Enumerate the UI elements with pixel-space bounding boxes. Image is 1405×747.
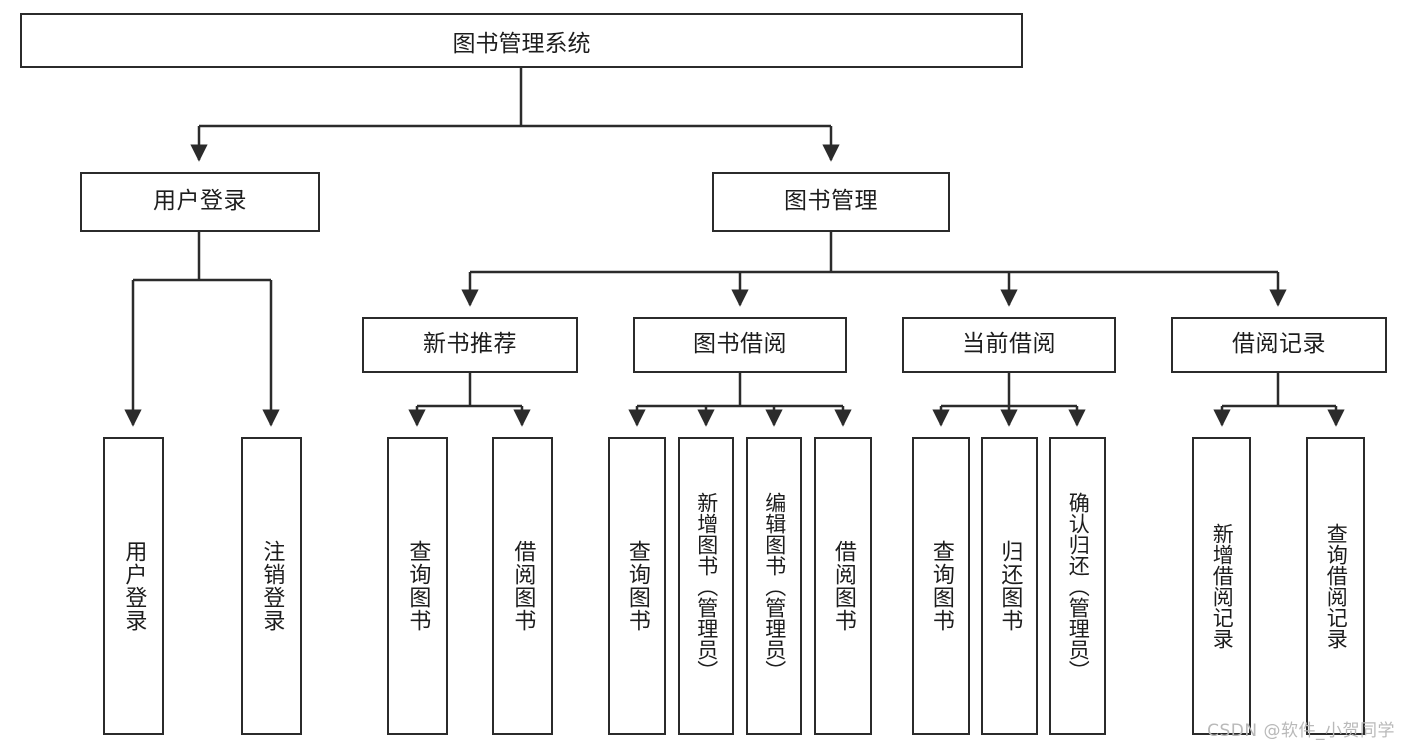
node-current-borrow-label: 当前借阅 <box>962 331 1056 358</box>
node-borrow-record[interactable]: 借阅记录 <box>1171 317 1387 373</box>
node-leaf-borrow-book-2[interactable]: 借阅图书 <box>814 437 872 735</box>
node-leaf-query-record[interactable]: 查询借阅记录 <box>1306 437 1365 735</box>
node-new-book-recommend-label: 新书推荐 <box>423 331 517 358</box>
node-book-borrow-label: 图书借阅 <box>693 331 787 358</box>
node-leaf-add-book-label: 新增图书（管理员） <box>694 491 719 681</box>
node-root-label: 图书管理系统 <box>452 30 591 57</box>
node-root[interactable]: 图书管理系统 <box>20 13 1023 68</box>
node-leaf-query-record-label: 查询借阅记录 <box>1324 523 1349 649</box>
node-leaf-edit-book[interactable]: 编辑图书（管理员） <box>746 437 802 735</box>
node-leaf-edit-book-label: 编辑图书（管理员） <box>762 491 787 681</box>
node-leaf-return-book-label: 归还图书 <box>997 540 1023 632</box>
node-new-book-recommend[interactable]: 新书推荐 <box>362 317 578 373</box>
node-leaf-query-book-1-label: 查询图书 <box>405 540 431 632</box>
node-book-management-label: 图书管理 <box>784 188 878 215</box>
node-leaf-logout[interactable]: 注销登录 <box>241 437 302 735</box>
node-leaf-add-book[interactable]: 新增图书（管理员） <box>678 437 734 735</box>
node-leaf-borrow-book-2-label: 借阅图书 <box>830 540 856 632</box>
node-current-borrow[interactable]: 当前借阅 <box>902 317 1116 373</box>
node-leaf-query-book-2[interactable]: 查询图书 <box>608 437 666 735</box>
node-user-login-label: 用户登录 <box>153 188 247 215</box>
node-book-management[interactable]: 图书管理 <box>712 172 950 232</box>
node-leaf-return-book[interactable]: 归还图书 <box>981 437 1038 735</box>
node-leaf-borrow-book-1[interactable]: 借阅图书 <box>492 437 553 735</box>
node-leaf-borrow-book-1-label: 借阅图书 <box>510 540 536 632</box>
node-leaf-query-book-2-label: 查询图书 <box>624 540 650 632</box>
node-book-borrow[interactable]: 图书借阅 <box>633 317 847 373</box>
node-leaf-confirm-return[interactable]: 确认归还（管理员） <box>1049 437 1106 735</box>
node-leaf-confirm-return-label: 确认归还（管理员） <box>1066 491 1091 681</box>
node-user-login[interactable]: 用户登录 <box>80 172 320 232</box>
node-leaf-query-book-1[interactable]: 查询图书 <box>387 437 448 735</box>
node-leaf-user-login[interactable]: 用户登录 <box>103 437 164 735</box>
node-leaf-query-book-3[interactable]: 查询图书 <box>912 437 970 735</box>
node-leaf-add-record[interactable]: 新增借阅记录 <box>1192 437 1251 735</box>
node-leaf-add-record-label: 新增借阅记录 <box>1210 523 1235 649</box>
node-borrow-record-label: 借阅记录 <box>1232 331 1326 358</box>
node-leaf-logout-label: 注销登录 <box>259 540 285 632</box>
node-leaf-user-login-label: 用户登录 <box>121 540 147 632</box>
watermark: CSDN @软件_小贺同学 <box>1207 721 1395 741</box>
node-leaf-query-book-3-label: 查询图书 <box>928 540 954 632</box>
